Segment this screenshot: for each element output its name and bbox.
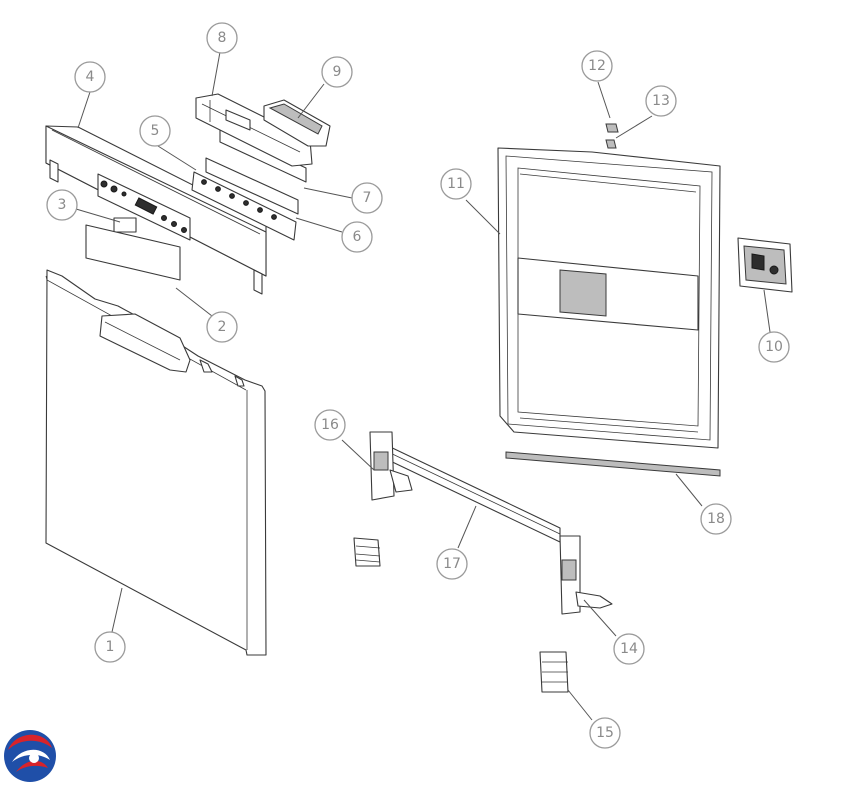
part-15-hinge-clip-pack	[539, 651, 569, 693]
part-11-inner-door	[497, 147, 721, 449]
svg-text:8: 8	[218, 30, 227, 46]
svg-text:10: 10	[765, 339, 783, 355]
callout-17: 17	[436, 548, 468, 580]
part-10-dispenser	[737, 237, 793, 293]
callout-9: 9	[321, 56, 353, 88]
svg-text:14: 14	[620, 641, 638, 657]
svg-text:7: 7	[363, 190, 372, 206]
callout-3: 3	[46, 189, 78, 221]
brand-swirl-logo	[4, 730, 56, 782]
part-1-door-panel	[45, 269, 267, 656]
part-3-label	[113, 217, 137, 233]
part-16-left-hinge	[369, 431, 413, 501]
leader-lines	[75, 51, 771, 721]
svg-text:12: 12	[588, 58, 606, 74]
part-18-seal	[505, 451, 721, 477]
part-2-overlay	[85, 224, 181, 281]
callout-7: 7	[351, 182, 383, 214]
svg-text:18: 18	[707, 511, 725, 527]
part-14-right-hinge	[559, 535, 613, 615]
part-6-membrane	[205, 157, 299, 215]
callout-2: 2	[206, 311, 238, 343]
svg-text:3: 3	[58, 197, 67, 213]
callout-6: 6	[341, 221, 373, 253]
part-5-control-board	[191, 171, 297, 241]
callout-12: 12	[581, 50, 613, 82]
callouts: 1 2 3 4 5 6 7 8 9 10 11 12 13 14 15 16 1…	[46, 22, 790, 749]
callout-11: 11	[440, 168, 472, 200]
callout-5: 5	[139, 115, 171, 147]
svg-text:1: 1	[106, 639, 115, 655]
callout-15: 15	[589, 717, 621, 749]
svg-text:11: 11	[447, 176, 465, 192]
part-8-housing-bracket	[195, 93, 313, 167]
svg-text:9: 9	[333, 64, 342, 80]
svg-text:4: 4	[86, 69, 95, 85]
hinge-clip-pack-left	[353, 537, 381, 567]
callout-8: 8	[206, 22, 238, 54]
svg-text:5: 5	[151, 123, 160, 139]
callout-16: 16	[314, 409, 346, 441]
callout-18: 18	[700, 503, 732, 535]
svg-text:17: 17	[443, 556, 461, 572]
callout-1: 1	[94, 631, 126, 663]
callout-13: 13	[645, 85, 677, 117]
callout-14: 14	[613, 633, 645, 665]
part-9-latch-cover	[263, 99, 331, 147]
svg-text:13: 13	[652, 93, 670, 109]
svg-text:16: 16	[321, 417, 339, 433]
part-4-control-panel	[45, 125, 267, 295]
part-12-clip	[605, 123, 619, 133]
svg-text:6: 6	[353, 229, 362, 245]
callout-4: 4	[74, 61, 106, 93]
svg-text:15: 15	[596, 725, 614, 741]
part-13-clip	[605, 139, 617, 149]
callout-10: 10	[758, 331, 790, 363]
svg-text:2: 2	[218, 319, 227, 335]
